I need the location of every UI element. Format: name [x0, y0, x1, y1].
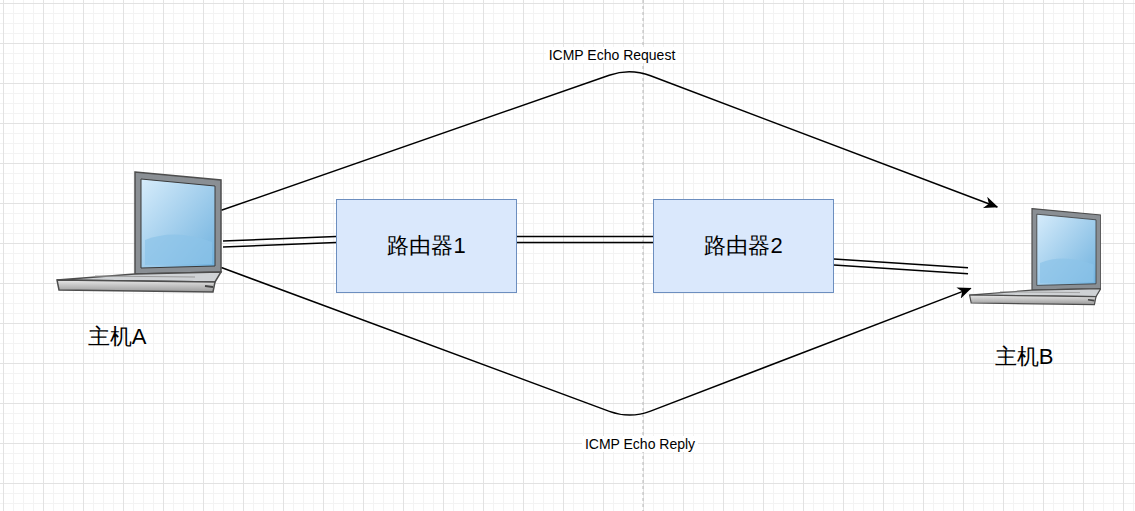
edge-label: ICMP Echo Reply: [582, 436, 698, 452]
laptop-icon: [55, 170, 223, 300]
router-label: 路由器2: [704, 231, 782, 261]
router-box: 路由器2: [653, 199, 834, 293]
host-node: 主机A: [55, 170, 223, 300]
host-label: 主机B: [995, 342, 1054, 372]
router-label: 路由器1: [387, 231, 465, 261]
laptop-icon: [968, 207, 1101, 317]
router-box: 路由器1: [336, 199, 517, 293]
edge-label: ICMP Echo Request: [546, 47, 679, 63]
link-line: [834, 259, 968, 274]
host-label: 主机A: [88, 322, 147, 352]
host-node: 主机B: [968, 207, 1101, 317]
icmp-arrow: [221, 268, 970, 416]
center-guide: [643, 0, 644, 511]
link-line: [223, 236, 336, 247]
link-line: [517, 236, 653, 242]
icmp-arrow: [221, 72, 997, 211]
